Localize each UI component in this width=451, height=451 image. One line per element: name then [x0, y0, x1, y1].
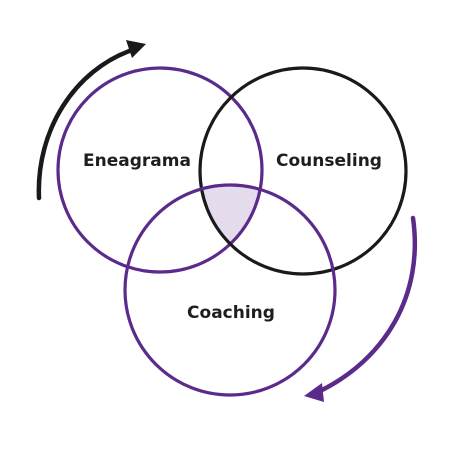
coaching-label: Coaching [187, 303, 275, 323]
eneagrama-circle [56, 66, 264, 274]
counseling-circle [198, 66, 408, 276]
coaching-circle [123, 183, 337, 397]
bottom-right-arrow-icon [304, 215, 418, 402]
counseling-label: Counseling [276, 151, 382, 171]
top-left-arrow-icon [36, 40, 146, 201]
eneagrama-label: Eneagrama [83, 151, 191, 171]
